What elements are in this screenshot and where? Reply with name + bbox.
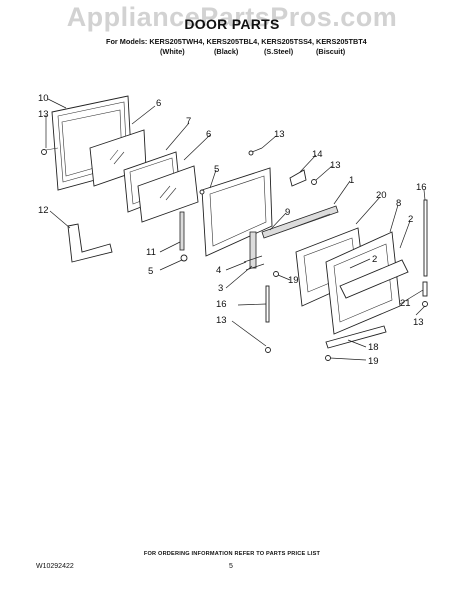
- hinge-bracket: [179, 211, 188, 262]
- door-glass-2: [137, 165, 199, 223]
- callout-20: 20: [376, 190, 387, 201]
- screw-13-right: [422, 301, 428, 307]
- callout-3: 3: [218, 283, 223, 294]
- models-line: For Models: KERS205TWH4, KERS205TBL4, KE…: [106, 37, 367, 46]
- callout-6: 6: [156, 98, 161, 109]
- callout-5: 5: [148, 266, 153, 277]
- inner-door-panel: [199, 167, 273, 257]
- callout-6: 6: [206, 129, 211, 140]
- door-hinge: [243, 231, 265, 271]
- door-spacer: [67, 223, 113, 263]
- screw-top: [248, 147, 263, 156]
- callout-4: 4: [216, 265, 221, 276]
- callout-19: 19: [288, 275, 299, 286]
- callout-2: 2: [408, 214, 413, 225]
- part-21: [422, 281, 428, 297]
- callout-8: 8: [396, 198, 401, 209]
- rod-16-right: [423, 199, 428, 277]
- callout-11: 11: [146, 247, 156, 258]
- finish-biscuit: (Biscuit): [316, 47, 346, 56]
- callout-5: 5: [214, 164, 219, 175]
- screw-13-lower: [265, 347, 271, 353]
- callout-1: 1: [349, 175, 354, 186]
- callout-9: 9: [285, 207, 290, 218]
- callout-10: 10: [38, 93, 49, 104]
- ordering-note: FOR ORDERING INFORMATION REFER TO PARTS …: [143, 551, 321, 557]
- callout-13: 13: [38, 109, 49, 120]
- door-vent: [261, 205, 339, 239]
- watermark: AppliancePartsPros.com: [66, 2, 398, 32]
- document-number: W10292422: [36, 563, 74, 570]
- callout-12: 12: [38, 205, 49, 216]
- leader-lines: [45, 98, 426, 361]
- bottom-trim: [325, 325, 387, 349]
- callout-13: 13: [413, 317, 424, 328]
- callout-7: 7: [186, 116, 191, 127]
- callout-13: 13: [216, 315, 227, 326]
- callouts: 10 13 6 7 6 13 14 13 5 1 16 20 8 9 2 12 …: [38, 93, 427, 367]
- finish-steel: (S.Steel): [264, 47, 294, 56]
- rod-16-left: [265, 285, 270, 323]
- page-number: 5: [229, 563, 233, 570]
- callout-18: 18: [368, 342, 379, 353]
- finish-white: (White): [160, 47, 185, 56]
- callout-19: 19: [368, 356, 379, 367]
- page-title: DOOR PARTS: [184, 16, 280, 32]
- callout-2: 2: [372, 254, 377, 265]
- callout-21: 21: [400, 298, 411, 309]
- screw-19-lower: [325, 355, 331, 361]
- screw-19-upper: [273, 271, 279, 277]
- outer-door-assembly: [325, 231, 409, 335]
- callout-16: 16: [416, 182, 427, 193]
- door-bracket: [289, 169, 317, 187]
- callout-13: 13: [330, 160, 341, 171]
- finish-black: (Black): [214, 47, 239, 56]
- callout-16: 16: [216, 299, 227, 310]
- callout-14: 14: [312, 149, 323, 160]
- callout-13: 13: [274, 129, 285, 140]
